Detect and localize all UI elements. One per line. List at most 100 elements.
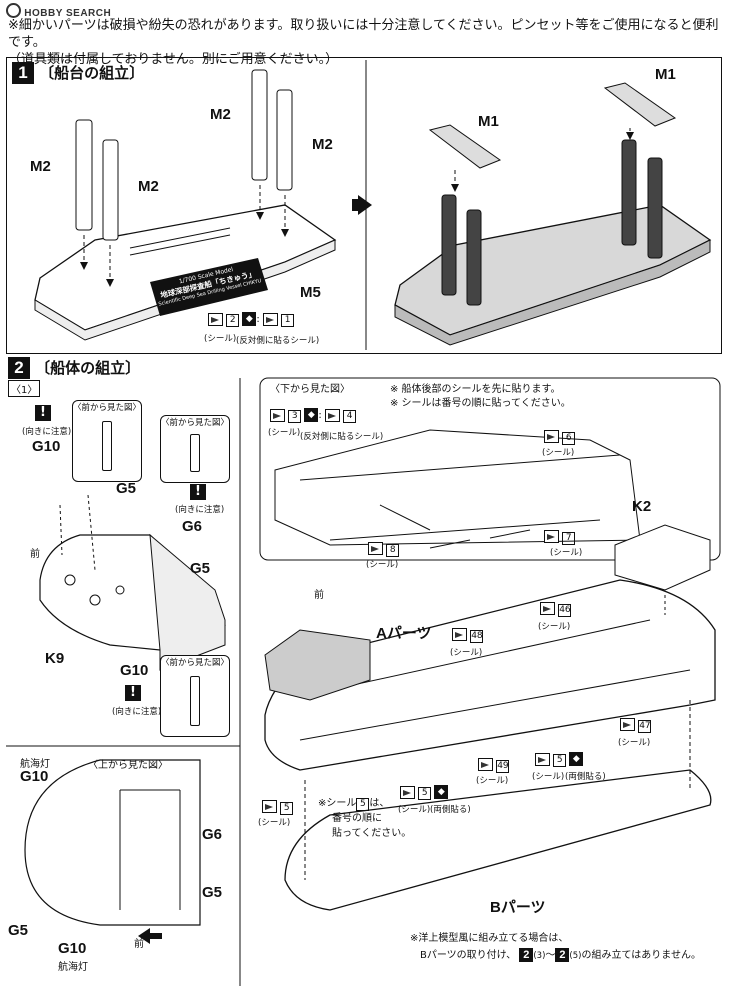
both-sides-icon: ◆ xyxy=(242,312,257,326)
both-sides-caption: (両側貼る) xyxy=(430,805,471,815)
decal-icon xyxy=(262,800,277,813)
decal-icon xyxy=(620,718,635,731)
decal-number: 4 xyxy=(343,410,357,423)
label-g10: G10 xyxy=(32,438,61,455)
decal-number: 5 xyxy=(553,754,567,767)
decal-instruction: 5 ◆ xyxy=(535,752,584,767)
decal-icon xyxy=(452,628,467,641)
label-m2: M2 xyxy=(138,178,159,195)
decal-number: 47 xyxy=(638,719,652,733)
front-label: 前 xyxy=(314,590,324,601)
seal-caption: (シール) xyxy=(538,622,571,632)
decal-instruction: 3 ◆: 4 xyxy=(270,408,357,423)
bottom-view-title: 〈下から見た図〉 xyxy=(270,384,350,395)
part-g10-icon xyxy=(190,676,200,726)
decal-instruction: 5 ◆ xyxy=(400,785,449,800)
note-line-1: ※細かいパーツは破損や紛失の恐れがあります。取り扱いには十分注意してください。ピ… xyxy=(8,18,719,50)
decal-icon xyxy=(544,430,559,443)
decal-instruction: 47 xyxy=(620,718,652,733)
both-sides-icon: ◆ xyxy=(434,785,449,799)
label-g5: G5 xyxy=(202,884,223,901)
decal-instruction: 5 xyxy=(262,800,294,815)
decal-instruction: 49 xyxy=(478,758,510,773)
label-k2: K2 xyxy=(632,498,652,515)
note-line-2: （道具類は付属しておりません。別にご用意ください。） xyxy=(8,52,339,67)
watermark: HOBBY SEARCH xyxy=(6,3,111,19)
seal-caption: (シール) xyxy=(476,776,509,786)
label-g10: G10 xyxy=(58,940,87,957)
step1-number: 1 xyxy=(12,62,34,84)
seal-caption: (シール) xyxy=(450,648,483,658)
decal-icon xyxy=(535,752,550,766)
label-g10: G10 xyxy=(120,662,149,679)
decal-icon xyxy=(400,785,415,799)
label-b-parts: Bパーツ xyxy=(490,899,546,916)
bottom-view-note-1: ※ 船体後部のシールを先に貼ります。 xyxy=(390,384,561,395)
caution-icon: ! xyxy=(190,484,206,500)
nav-light-label: 航海灯 xyxy=(20,759,50,770)
top-view-title: 〈上から見た図〉 xyxy=(88,760,168,771)
label-m1: M1 xyxy=(655,66,676,83)
decal-number: 3 xyxy=(288,410,302,423)
front-label: 前 xyxy=(30,549,40,560)
seal-caption: (シール) xyxy=(398,805,431,815)
seal-caption: (シール) xyxy=(268,428,301,438)
decal-instruction: 46 xyxy=(540,602,572,617)
decal-number: 46 xyxy=(558,603,572,617)
decal-number: 5 xyxy=(280,801,294,815)
part-g10-icon xyxy=(102,421,112,471)
decal-number: 6 xyxy=(562,431,576,445)
intro-note: ※細かいパーツは破損や紛失の恐れがあります。取り扱いには十分注意してください。ピ… xyxy=(8,17,728,68)
decal-instruction: 48 xyxy=(452,628,484,643)
step1-title: 〔船台の組立〕 xyxy=(39,64,145,82)
label-m2: M2 xyxy=(30,158,51,175)
seal-caption: (シール) xyxy=(204,334,237,344)
step1-header: 1 〔船台の組立〕 xyxy=(12,62,144,84)
decal-icon xyxy=(540,602,555,615)
decal-number: 5 xyxy=(356,798,370,811)
label-m5: M5 xyxy=(300,284,321,301)
watermark-logo-icon xyxy=(6,3,21,18)
label-g6: G6 xyxy=(202,826,223,843)
decal-instruction: 6 xyxy=(544,430,576,445)
both-sides-caption: (両側貼る) xyxy=(565,772,606,782)
step1-panel xyxy=(6,57,722,354)
label-m2: M2 xyxy=(210,106,231,123)
decal-icon xyxy=(270,408,285,422)
label-g5: G5 xyxy=(116,480,137,497)
next-arrow-icon xyxy=(358,195,372,215)
both-sides-icon: ◆ xyxy=(304,408,319,422)
step-ref: 2 xyxy=(555,948,570,962)
decal-instruction: 2 ◆: 1 xyxy=(208,312,295,327)
decal-number: 5 xyxy=(418,787,432,800)
decal-number: 8 xyxy=(386,543,400,557)
decal-icon xyxy=(262,312,278,326)
front-view-box: 〈前から見た図〉 xyxy=(160,655,230,737)
bottom-view-note-2: ※ シールは番号の順に貼ってください。 xyxy=(390,398,571,409)
seal-caption: (シール) xyxy=(550,548,583,558)
seal-caption: (シール) xyxy=(532,772,565,782)
decal-number: 49 xyxy=(496,759,510,773)
decal-number: 48 xyxy=(470,629,484,643)
label-m1: M1 xyxy=(478,113,499,130)
label-k9: K9 xyxy=(45,650,65,667)
caution-icon: ! xyxy=(35,405,51,421)
decal-number: 1 xyxy=(281,314,295,327)
substep-label: 〈1〉 xyxy=(8,380,41,397)
front-arrow-icon xyxy=(138,928,150,944)
both-sides-icon: ◆ xyxy=(569,752,584,766)
label-g10: G10 xyxy=(20,768,49,785)
decal-instruction: 7 xyxy=(544,530,576,545)
caution-text: (向きに注意) xyxy=(175,505,225,515)
decal-icon xyxy=(544,530,559,543)
label-m2: M2 xyxy=(312,136,333,153)
decal-number: 2 xyxy=(226,314,240,327)
decal-instruction: 8 xyxy=(368,542,400,557)
seal-caption: (シール) xyxy=(366,560,399,570)
seal-caption: (シール) xyxy=(258,818,291,828)
front-view-box: 〈前から見た図〉 xyxy=(160,415,230,483)
front-view-box: 〈前から見た図〉 xyxy=(72,400,142,482)
step2-number: 2 xyxy=(8,357,30,379)
